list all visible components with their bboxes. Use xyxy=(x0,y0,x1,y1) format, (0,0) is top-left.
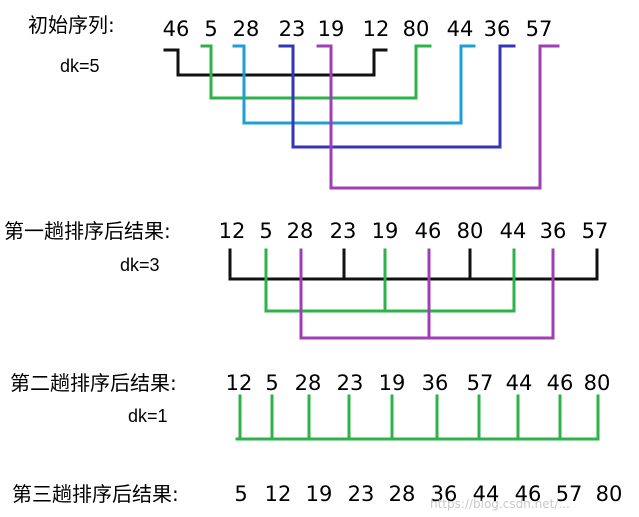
value-cell: 44 xyxy=(500,219,527,243)
row-label-pass-1: 第一趟排序后结果: xyxy=(4,219,171,243)
value-cell: 5 xyxy=(259,219,272,243)
dk-label-5: dk=5 xyxy=(60,56,100,76)
value-cell: 44 xyxy=(506,371,533,395)
dk-label-3: dk=3 xyxy=(120,255,160,275)
value-cell: 23 xyxy=(348,482,375,506)
value-cell: 57 xyxy=(526,17,553,41)
value-cell: 80 xyxy=(584,371,611,395)
value-cell: 44 xyxy=(473,482,500,506)
connectors-dk-1 xyxy=(235,394,600,441)
value-cell: 36 xyxy=(484,17,511,41)
value-cell: 80 xyxy=(596,482,623,506)
value-cell: 46 xyxy=(415,219,442,243)
group-connector-blue xyxy=(278,44,516,149)
value-cell: 5 xyxy=(234,482,247,506)
group-connector-cyan xyxy=(232,44,476,125)
value-cell: 28 xyxy=(233,17,260,41)
group-connector-purple xyxy=(316,44,560,190)
connectors-dk-3 xyxy=(228,248,599,340)
value-cell: 80 xyxy=(457,219,484,243)
value-cell: 46 xyxy=(515,482,542,506)
value-cell: 57 xyxy=(582,219,609,243)
value-cell: 23 xyxy=(337,371,364,395)
value-cell: 19 xyxy=(318,17,345,41)
value-cell: 12 xyxy=(265,482,292,506)
watermark-text: https://blog.csdn.net/... xyxy=(430,497,570,511)
value-cell: 28 xyxy=(295,371,322,395)
dk-label-1: dk=1 xyxy=(128,406,168,426)
value-cell: 57 xyxy=(556,482,583,506)
row-label-initial: 初始序列: xyxy=(28,13,115,37)
value-cell: 19 xyxy=(379,371,406,395)
value-cell: 23 xyxy=(330,219,357,243)
connectors-dk-5 xyxy=(163,44,560,190)
row-values-pass-3: 5 12 19 23 28 36 44 46 57 80 xyxy=(234,482,622,506)
value-cell: 44 xyxy=(447,17,474,41)
row-label-pass-3: 第三趟排序后结果: xyxy=(12,482,179,506)
value-cell: 23 xyxy=(279,17,306,41)
row-values-initial: 46 5 28 23 19 12 80 44 36 57 xyxy=(163,17,553,41)
value-cell: 28 xyxy=(389,482,416,506)
value-cell: 12 xyxy=(226,371,253,395)
value-cell: 5 xyxy=(204,17,217,41)
value-cell: 28 xyxy=(287,219,314,243)
value-cell: 5 xyxy=(265,371,278,395)
group-connector-black xyxy=(163,48,388,77)
row-values-pass-2: 12 5 28 23 19 36 57 44 46 80 xyxy=(226,371,611,395)
value-cell: 46 xyxy=(547,371,574,395)
value-cell: 19 xyxy=(372,219,399,243)
row-label-pass-2: 第二趟排序后结果: xyxy=(10,371,177,395)
group-connector-green xyxy=(200,44,432,100)
value-cell: 36 xyxy=(431,482,458,506)
value-cell: 36 xyxy=(540,219,567,243)
value-cell: 46 xyxy=(163,17,190,41)
row-values-pass-1: 12 5 28 23 19 46 80 44 36 57 xyxy=(219,219,609,243)
value-cell: 12 xyxy=(219,219,246,243)
value-cell: 19 xyxy=(306,482,333,506)
value-cell: 80 xyxy=(403,17,430,41)
value-cell: 12 xyxy=(363,17,390,41)
value-cell: 57 xyxy=(467,371,494,395)
value-cell: 36 xyxy=(422,371,449,395)
